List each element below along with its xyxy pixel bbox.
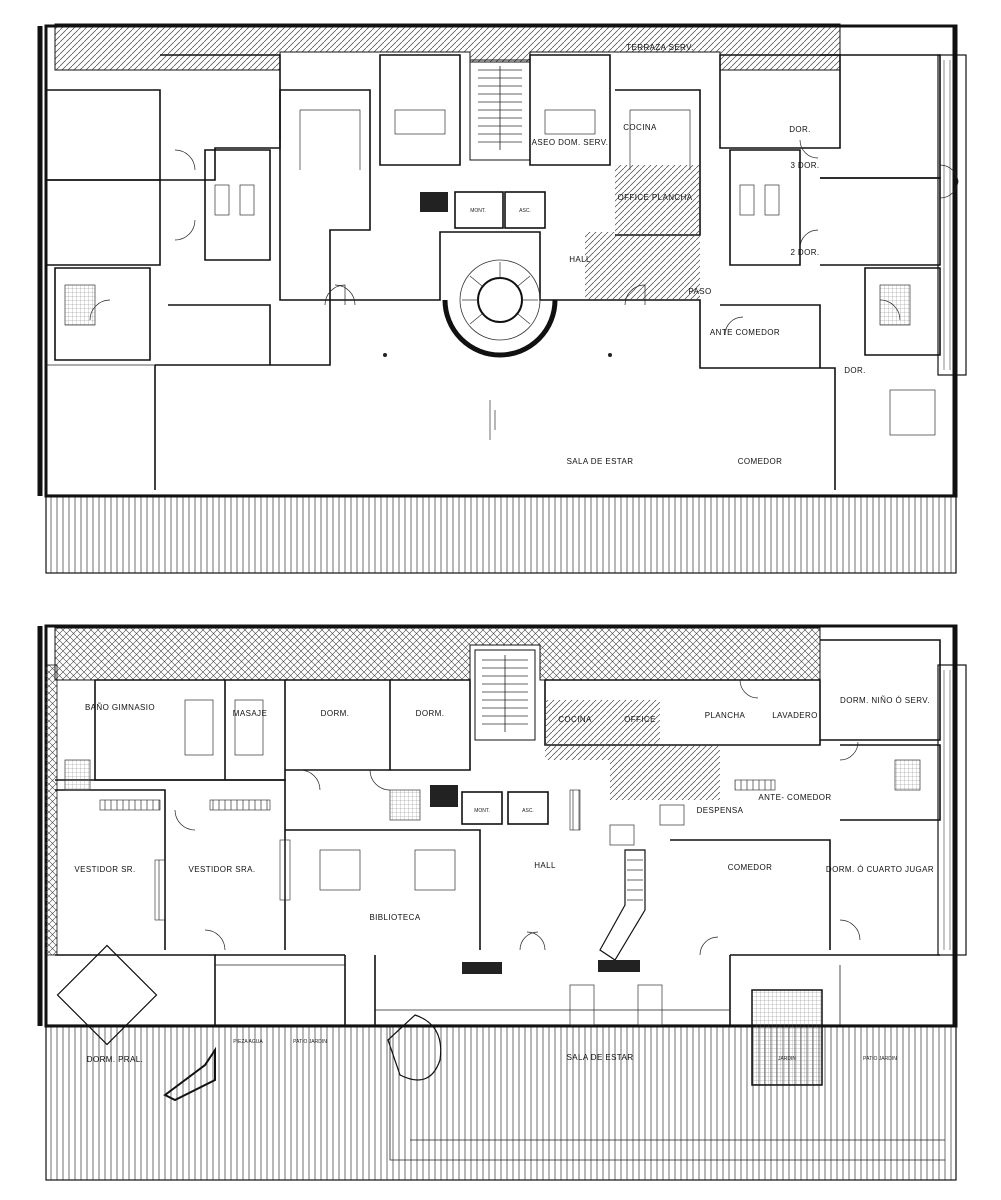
lower-label-dorm-cuarto: DORM. Ó CUARTO JUGAR — [826, 865, 934, 874]
lower-label-lavadero: LAVADERO — [772, 711, 818, 720]
lower-terrace — [54, 627, 821, 681]
upper-label-mont: MONT. — [470, 208, 486, 214]
lower-label-office: OFFICE — [624, 715, 656, 724]
lower-label-sala: SALA DE ESTAR — [567, 1053, 634, 1062]
lower-main-stair — [599, 849, 646, 961]
upper-label-asc: ASC. — [519, 208, 531, 214]
upper-balcony — [45, 494, 957, 574]
upper-plan — [37, 23, 967, 574]
upper-label-dor-2: 2 DOR. — [790, 248, 819, 257]
lower-label-bano: BAÑO GIMNASIO — [85, 703, 155, 712]
upper-label-office: OFFICE PLANCHA — [618, 193, 693, 202]
upper-label-aseo: ASEO DOM. SERV. — [532, 138, 609, 147]
upper-label-dor-low: DOR. — [844, 366, 866, 375]
lower-garden-planter — [751, 989, 823, 1086]
lower-label-patio-jardin-a: PATIO JARDIN — [293, 1039, 327, 1045]
lower-label-dorm-pral: DORM. PRAL. — [87, 1055, 143, 1064]
lower-label-jardin: JARDIN — [778, 1056, 796, 1062]
upper-label-comedor: COMEDOR — [738, 457, 783, 466]
lower-label-vestidor-sr: VESTIDOR SR. — [74, 865, 135, 874]
upper-service-stair — [469, 59, 531, 161]
upper-label-paso: PASO — [688, 287, 711, 296]
lower-label-asc: ASC. — [522, 808, 534, 814]
lower-label-cocina: COCINA — [558, 715, 592, 724]
lower-label-vestidor-sra: VESTIDOR SRA. — [189, 865, 256, 874]
lower-label-masaje: MASAJE — [233, 709, 267, 718]
upper-label-sala: SALA DE ESTAR — [567, 457, 634, 466]
upper-label-hall: HALL — [569, 255, 591, 264]
upper-spiral-stair — [442, 299, 558, 358]
upper-label-terraza: TERRAZA SERV. — [626, 43, 693, 52]
lower-label-dorm-nino: DORM. NIÑO Ó SERV. — [840, 696, 930, 705]
lower-grand-piano — [387, 1014, 442, 1081]
lower-label-despensa: DESPENSA — [697, 806, 744, 815]
lower-label-patio-jardin-b: PATIO JARDIN — [863, 1056, 897, 1062]
upper-label-ante-comedor: ANTE COMEDOR — [710, 328, 780, 337]
lower-label-ante-comedor: ANTE- COMEDOR — [758, 793, 831, 802]
upper-label-dor-3: 3 DOR. — [790, 161, 819, 170]
lower-plan — [37, 624, 967, 1181]
upper-service-terrace — [54, 23, 841, 71]
lower-label-dorm-b: DORM. — [416, 709, 445, 718]
lower-label-dorm-a: DORM. — [321, 709, 350, 718]
lower-label-mont: MONT. — [474, 808, 490, 814]
lower-master-bed — [56, 944, 158, 1046]
lower-label-biblioteca: BIBLIOTECA — [369, 913, 420, 922]
lower-label-pieza-agua: PIEZA AGUA — [233, 1039, 263, 1045]
lower-label-hall: HALL — [534, 861, 556, 870]
upper-label-cocina: COCINA — [623, 123, 657, 132]
lower-label-plancha: PLANCHA — [705, 711, 746, 720]
lower-service-stair — [474, 649, 536, 741]
lower-label-comedor: COMEDOR — [728, 863, 773, 872]
upper-exterior-wall — [44, 24, 958, 498]
upper-label-dor-1: DOR. — [789, 125, 811, 134]
